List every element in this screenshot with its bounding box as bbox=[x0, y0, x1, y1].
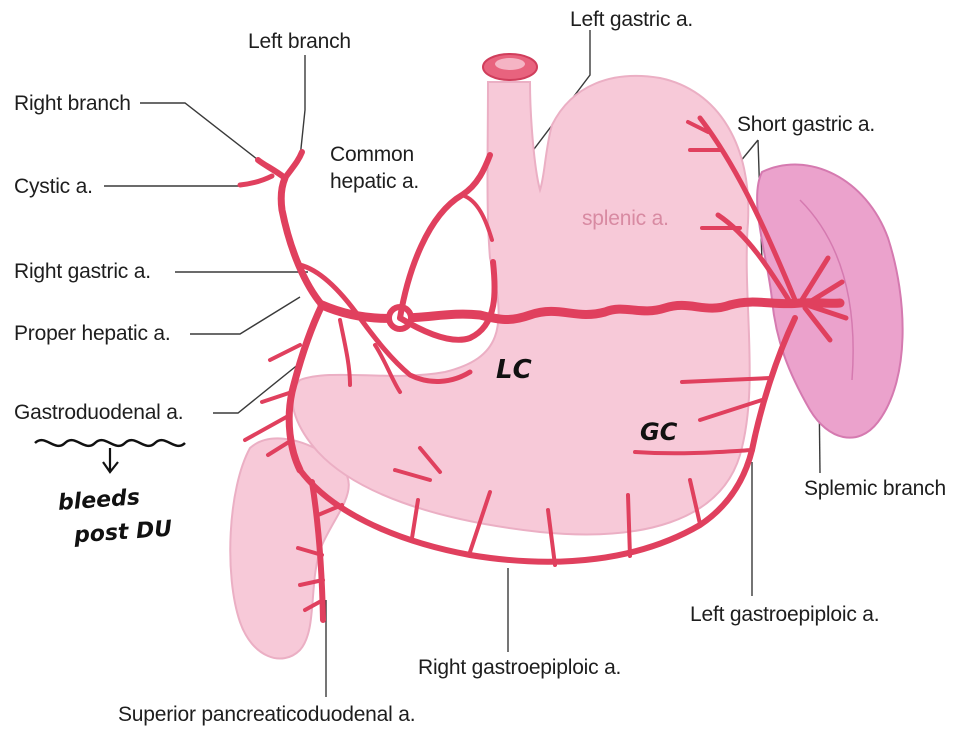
lesser-curvature-loop bbox=[400, 262, 495, 340]
gd-branch-4 bbox=[270, 345, 300, 360]
gastric-branch-4 bbox=[628, 495, 630, 556]
gd-branch-2 bbox=[245, 415, 290, 440]
handwritten-lc: LC bbox=[496, 355, 532, 385]
handwritten-arrow bbox=[103, 448, 118, 472]
label-right-gastric: Right gastric a. bbox=[14, 260, 151, 284]
leader-right-branch bbox=[140, 103, 262, 163]
label-left-branch: Left branch bbox=[248, 30, 351, 54]
proper-hepatic-artery bbox=[281, 178, 322, 305]
label-right-gastroepiploic: Right gastroepiploic a. bbox=[418, 656, 621, 680]
label-cystic: Cystic a. bbox=[14, 175, 93, 199]
left-branch-artery bbox=[285, 152, 302, 178]
esophagus-lumen bbox=[495, 58, 525, 70]
label-common-hepatic-2: hepatic a. bbox=[330, 170, 419, 194]
label-left-gastric: Left gastric a. bbox=[570, 8, 693, 32]
label-proper-hepatic: Proper hepatic a. bbox=[14, 322, 171, 346]
cystic-artery bbox=[240, 176, 272, 185]
label-right-branch: Right branch bbox=[14, 92, 131, 116]
handwritten-gc: GC bbox=[640, 418, 677, 446]
label-left-gastroepiploic: Left gastroepiploic a. bbox=[690, 603, 879, 627]
label-splenic-branch: Splemic branch bbox=[804, 477, 946, 501]
duodenum bbox=[230, 438, 349, 658]
label-common-hepatic-1: Common bbox=[330, 143, 414, 167]
left-gastroepiploic-artery bbox=[752, 318, 795, 450]
handwritten-squiggle bbox=[35, 440, 185, 446]
label-short-gastric: Short gastric a. bbox=[737, 113, 875, 137]
label-superior-pancreaticoduodenal: Superior pancreaticoduodenal a. bbox=[118, 703, 415, 727]
leader-left-branch bbox=[300, 55, 305, 158]
leader-proper-hepatic bbox=[190, 297, 300, 334]
label-gastroduodenal: Gastroduodenal a. bbox=[14, 401, 183, 425]
label-splenic: splenic a. bbox=[582, 207, 669, 231]
